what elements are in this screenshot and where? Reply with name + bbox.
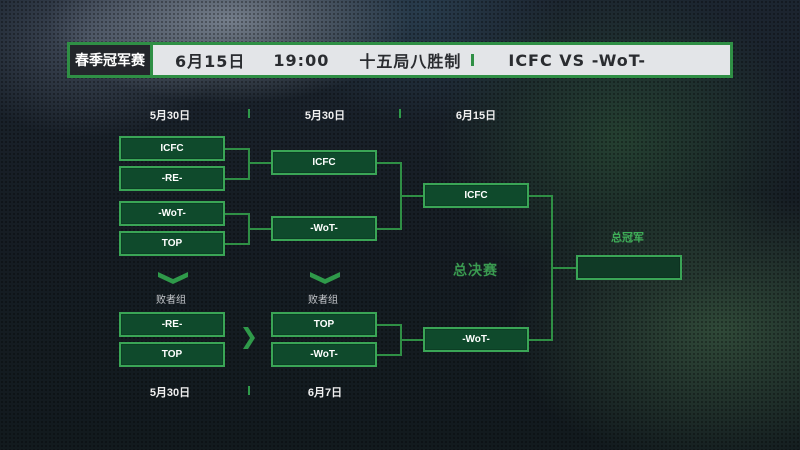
bracket-line <box>225 178 250 180</box>
bracket-line <box>377 324 402 326</box>
date-divider <box>248 386 250 395</box>
match-time: 19:00 <box>273 50 330 70</box>
event-title: 春季冠军赛 <box>70 45 153 75</box>
date-winners-final: 6月15日 <box>455 110 497 122</box>
team-slot[interactable]: -WoT- <box>271 342 377 367</box>
chevron-down-icon <box>310 272 340 284</box>
bracket-line <box>248 228 272 230</box>
team-slot[interactable]: -WoT- <box>423 327 529 352</box>
date-divider <box>399 109 401 118</box>
date-losers-round2: 6月7日 <box>307 387 343 399</box>
bracket-line <box>377 228 402 230</box>
champion-slot[interactable] <box>576 255 682 280</box>
grand-final-label: 总决赛 <box>453 262 498 278</box>
match-header: 春季冠军赛 6月15日 19:00 十五局八胜制 ICFC VS -WoT- <box>67 42 733 78</box>
bracket-line <box>248 162 272 164</box>
bracket-line <box>529 339 553 341</box>
team-slot[interactable]: ICFC <box>423 183 529 208</box>
match-format: 十五局八胜制 <box>359 52 462 71</box>
bracket-line <box>400 195 424 197</box>
date-winners-round1: 5月30日 <box>149 110 191 122</box>
bracket-line <box>377 354 402 356</box>
champion-label: 总冠军 <box>611 232 644 244</box>
date-winners-round2: 5月30日 <box>304 110 346 122</box>
chevron-right-icon <box>243 327 255 349</box>
team-slot[interactable]: -RE- <box>119 166 225 191</box>
team-slot[interactable]: ICFC <box>271 150 377 175</box>
separator-bar <box>471 54 475 66</box>
team-slot[interactable]: -WoT- <box>119 201 225 226</box>
team-slot[interactable]: TOP <box>119 342 225 367</box>
bracket-line <box>225 213 250 215</box>
bracket-line <box>225 148 250 150</box>
date-divider <box>248 109 250 118</box>
bracket-line <box>400 339 424 341</box>
match-info: 6月15日 19:00 十五局八胜制 ICFC VS -WoT- <box>153 45 730 75</box>
matchup: ICFC VS -WoT- <box>508 50 646 70</box>
chevron-down-icon <box>158 272 188 284</box>
match-date: 6月15日 <box>175 52 246 71</box>
team-slot[interactable]: TOP <box>271 312 377 337</box>
date-losers-round1: 5月30日 <box>149 387 191 399</box>
bracket-line <box>551 267 577 269</box>
team-slot[interactable]: -RE- <box>119 312 225 337</box>
team-slot[interactable]: TOP <box>119 231 225 256</box>
bracket-line <box>225 243 250 245</box>
losers-bracket-label: 败者组 <box>156 295 186 306</box>
bracket-line <box>377 162 402 164</box>
losers-bracket-label: 败者组 <box>308 295 338 306</box>
bracket-line <box>248 148 250 180</box>
team-slot[interactable]: ICFC <box>119 136 225 161</box>
team-slot[interactable]: -WoT- <box>271 216 377 241</box>
bracket-line <box>529 195 553 197</box>
